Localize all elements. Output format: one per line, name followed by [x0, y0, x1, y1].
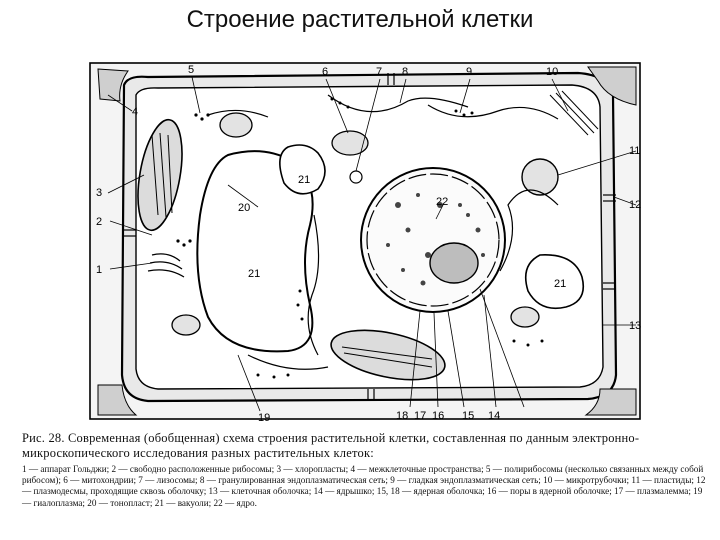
intercellular-space [97, 384, 138, 416]
chloroplast-thylakoids [151, 132, 173, 218]
lysosome [349, 170, 363, 184]
diagram-label: 19 [258, 412, 270, 424]
diagram-label: 21 [298, 174, 310, 186]
diagram-label: 1 [96, 264, 102, 276]
chromatin [386, 193, 485, 286]
slide-title: Строение растительной клетки [186, 6, 534, 33]
nucleus [360, 167, 506, 313]
plant-cell-diagram: 1 2 3 4 5 6 7 8 9 10 11 12 13 14 15 16 1… [88, 55, 648, 425]
ribosomes [176, 97, 544, 379]
diagram-label: 8 [402, 66, 408, 78]
figure-caption: Рис. 28. Современная (обобщенная) схема … [22, 431, 708, 509]
diagram-label: 21 [554, 278, 566, 290]
diagram-label: 17 [414, 410, 426, 422]
diagram-label: 20 [238, 202, 250, 214]
diagram-label: 9 [466, 66, 472, 78]
diagram-label: 18 [396, 410, 408, 422]
intercellular-space [97, 68, 129, 102]
vacuole-right [524, 254, 585, 310]
intercellular-space [587, 66, 637, 106]
diagram-label: 3 [96, 187, 102, 199]
diagram-label: 15 [462, 410, 474, 422]
diagram-label: 10 [546, 66, 558, 78]
diagram-label: 21 [248, 268, 260, 280]
diagram-label: 22 [436, 196, 448, 208]
diagram-label: 12 [629, 199, 641, 211]
diagram-label: 7 [376, 66, 382, 78]
mitochondrion [171, 314, 201, 336]
mitochondrion [219, 112, 253, 138]
nuclear-envelope [366, 173, 500, 307]
chloroplast-thylakoids [341, 346, 433, 368]
leader-lines [107, 76, 637, 412]
mitochondrion [331, 130, 369, 156]
diagram-label: 13 [629, 320, 641, 332]
diagram-label: 11 [629, 145, 640, 157]
nucleolus [429, 242, 479, 284]
diagram-label: 4 [132, 106, 138, 118]
plant-cell-illustration: 1 2 3 4 5 6 7 8 9 10 11 12 13 14 15 16 1… [89, 62, 641, 424]
mitochondrion [510, 306, 540, 328]
intercellular-space [584, 388, 637, 416]
caption-main-text: Рис. 28. Современная (обобщенная) схема … [22, 431, 640, 460]
diagram-label: 14 [488, 410, 500, 422]
diagram-label: 6 [322, 66, 328, 78]
plastid [521, 158, 559, 196]
diagram-label: 5 [188, 64, 194, 76]
golgi-apparatus [147, 253, 185, 278]
vacuole-small [279, 144, 326, 195]
plasmodesmata [122, 73, 616, 401]
caption-legend-text: 1 — аппарат Гольджи; 2 — свободно распол… [22, 464, 706, 508]
diagram-label: 2 [96, 216, 102, 228]
diagram-label: 16 [432, 410, 444, 422]
